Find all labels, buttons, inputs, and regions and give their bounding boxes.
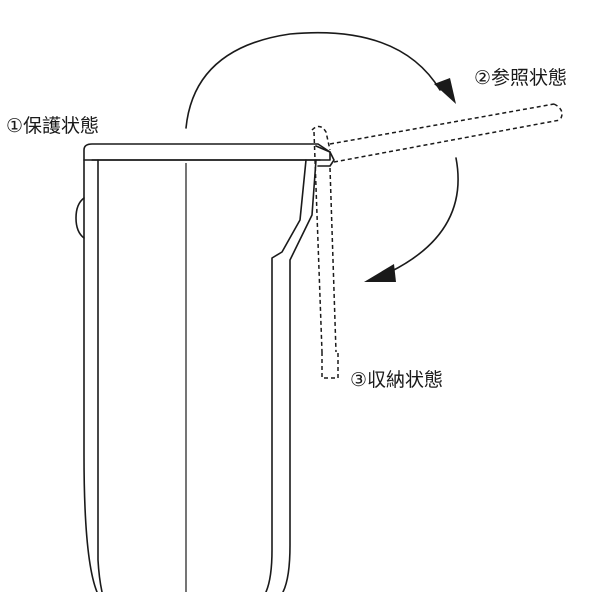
lid-ref-top — [329, 103, 555, 145]
lid-ref-bottom — [333, 119, 561, 163]
side-button — [75, 197, 85, 239]
arrow-to-reference — [185, 31, 456, 129]
lid-ref-tip — [553, 103, 563, 121]
arrow-to-storage — [364, 157, 459, 282]
label-reference-state: ②参照状態 — [474, 67, 567, 89]
body-inner-left — [97, 159, 103, 592]
arrow-arc-upper — [185, 31, 441, 129]
lid-closed — [83, 143, 331, 161]
label-storage-state: ③収納状態 — [350, 369, 443, 391]
device-body — [75, 143, 331, 592]
lid-storage-state — [311, 125, 339, 379]
arrow-arc-lower — [389, 157, 459, 273]
lid-storage-left — [313, 131, 323, 353]
lid-reference-state — [329, 103, 563, 163]
lid-storage-bottom — [321, 352, 339, 379]
hinge — [315, 145, 335, 167]
body-right-inner — [265, 159, 307, 592]
lid-storage-top — [311, 125, 331, 151]
body-outline — [83, 159, 98, 592]
label-protection-state: ①保護状態 — [6, 115, 99, 137]
arrowhead-upper — [434, 78, 456, 104]
lid-storage-right — [329, 167, 337, 353]
arrowhead-lower — [364, 264, 396, 282]
body-right-outline — [282, 159, 317, 592]
hinge-block — [315, 145, 335, 167]
